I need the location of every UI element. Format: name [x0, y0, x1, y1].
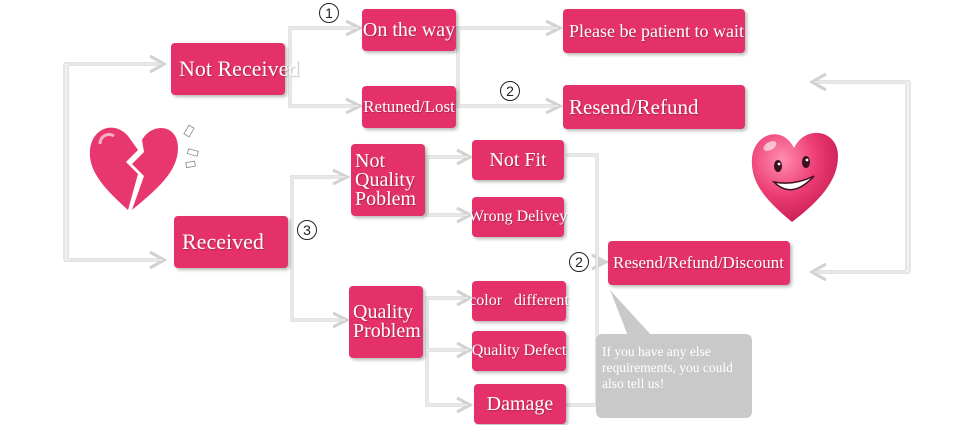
please-wait-box: Please be patient to wait	[563, 9, 745, 53]
damage-label: Damage	[486, 392, 554, 415]
step-marker-3: 3	[297, 220, 317, 240]
not-received-label: Not Received	[179, 56, 300, 81]
received-label: Received	[182, 229, 264, 254]
not-quality-line-1: Not	[355, 149, 385, 172]
not-fit-box: Not Fit	[472, 140, 564, 180]
not-received-box: Not Received	[171, 43, 299, 95]
quality-defect-box: Quality Defect	[472, 331, 566, 371]
step-marker-1: 1	[319, 3, 339, 23]
returned-lost-box: Retuned/Lost	[362, 86, 456, 128]
not-quality-problem-box: Not Quality Poblem	[351, 144, 425, 216]
resend-refund-discount-label: Resend/Refund/Discount	[613, 253, 784, 272]
resend-refund-box: Resend/Refund	[563, 85, 745, 129]
on-the-way-label: On the way	[362, 18, 456, 41]
arrow-to-not-fit	[425, 155, 468, 200]
received-box: Received	[174, 216, 288, 268]
not-fit-label: Not Fit	[489, 148, 547, 171]
smiling-heart-icon	[751, 132, 838, 222]
resend-refund-discount-box: Resend/Refund/Discount	[608, 241, 790, 285]
color-different-label: color different	[469, 292, 569, 309]
color-different-box: color different	[469, 281, 569, 321]
quality-line-1: Quality	[353, 301, 413, 323]
step-marker-2-right: 2	[569, 252, 589, 272]
please-wait-label: Please be patient to wait	[569, 20, 744, 41]
on-the-way-box: On the way	[362, 9, 456, 51]
wrong-delivery-box: Wrong Delivey	[468, 197, 568, 237]
speech-bubble-text: If you have any else requirements, you c…	[602, 344, 733, 391]
not-quality-line-2: Quality	[355, 168, 415, 191]
resend-refund-label: Resend/Refund	[569, 94, 699, 119]
damage-box: Damage	[474, 384, 566, 424]
quality-problem-box: Quality Problem	[349, 286, 423, 358]
speech-bubble: If you have any else requirements, you c…	[596, 334, 752, 418]
quality-line-2: Problem	[353, 320, 421, 342]
arrow-to-resend-refund-discount	[566, 153, 599, 407]
quality-defect-label: Quality Defect	[471, 342, 567, 359]
broken-heart-icon	[89, 124, 199, 210]
not-quality-line-3: Poblem	[355, 187, 417, 210]
returned-lost-label: Retuned/Lost	[363, 97, 455, 116]
step-marker-2-top: 2	[500, 81, 520, 101]
speech-bubble-tail	[610, 290, 652, 336]
wrong-delivery-label: Wrong Delivey	[468, 208, 568, 225]
